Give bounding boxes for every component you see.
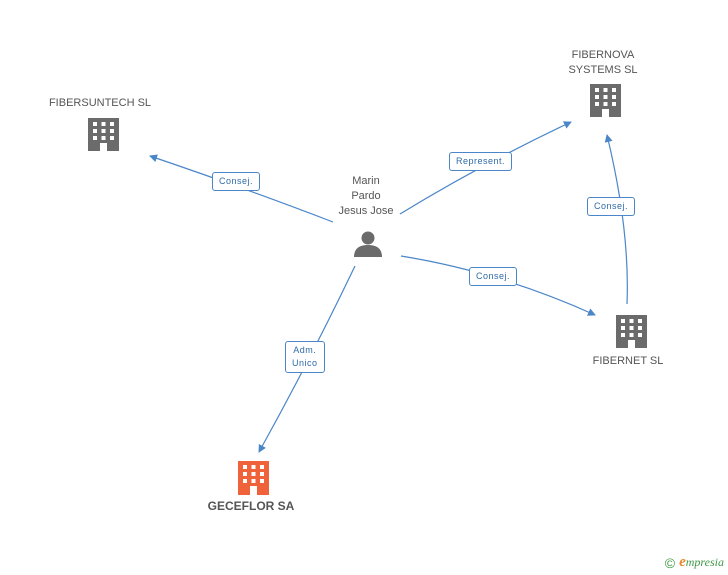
person-icon[interactable] [354, 231, 382, 258]
brand-name: mpresia [685, 555, 724, 569]
edge-label-represent[interactable]: Represent. [449, 152, 513, 171]
copyright-symbol: © [664, 554, 676, 571]
building-icon[interactable] [590, 84, 621, 117]
person-name-line1: Marin [352, 175, 380, 187]
edge-fibernet-fibernova [604, 134, 628, 305]
building-icon[interactable] [88, 118, 119, 151]
edge-label-consej-fibernova[interactable]: Consej. [587, 197, 636, 216]
fibernet-label[interactable]: FIBERNET SL [592, 355, 664, 367]
edge-label-consej-fibernet[interactable]: Consej. [469, 267, 518, 286]
person-name-line2: Pardo [351, 190, 381, 202]
footer-brand: © empresia [665, 554, 724, 571]
building-icon-main[interactable] [238, 461, 269, 495]
fibernova-label[interactable]: FIBERNOVA SYSTEMS SL [568, 48, 637, 78]
edge-label-consej-fibersuntech[interactable]: Consej. [212, 172, 261, 191]
geceflor-label[interactable]: GECEFLOR SA [207, 499, 295, 513]
brand-logo: empresia [679, 554, 724, 571]
person-name-line3: Jesus Jose [338, 205, 394, 217]
brand-initial: e [679, 554, 686, 570]
fibersuntech-label[interactable]: FIBERSUNTECH SL [48, 97, 152, 109]
edge-label-adm-line2: Unico [292, 358, 318, 368]
fibernova-label-line1: FIBERNOVA [571, 49, 635, 61]
person-name-label[interactable]: Marin Pardo Jesus Jose [338, 174, 393, 219]
edge-label-adm-line1: Adm. [293, 345, 317, 355]
fibernova-label-line2: SYSTEMS SL [568, 64, 638, 76]
edge-label-adm-unico[interactable]: Adm. Unico [285, 341, 325, 373]
building-icon[interactable] [616, 315, 647, 348]
